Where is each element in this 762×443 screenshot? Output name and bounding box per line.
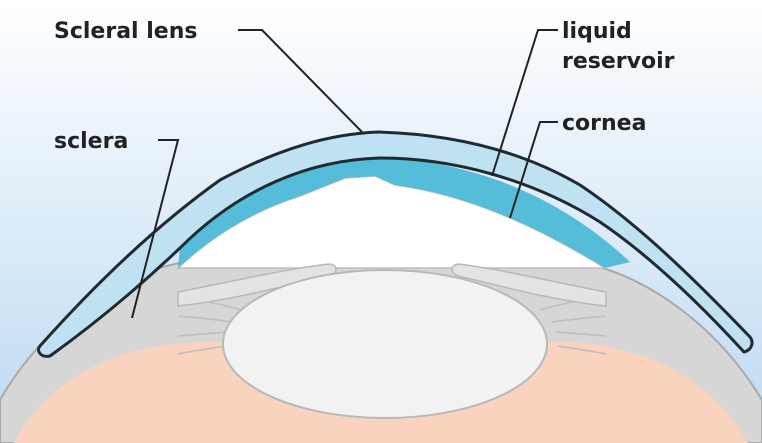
sclera-label: sclera [54,129,128,154]
eye-lens [223,270,547,418]
liquid-label-line1: liquid [562,19,632,44]
liquid-label-line2: reservoir [562,49,675,74]
cornea-label: cornea [562,111,646,136]
scleral-lens-label: Scleral lens [54,19,197,44]
